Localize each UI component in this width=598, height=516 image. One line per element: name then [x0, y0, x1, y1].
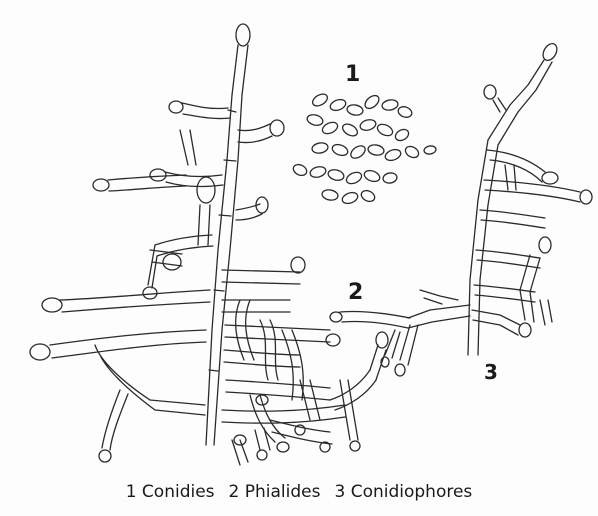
- caption-item-phialides: 2 Phialides: [229, 482, 321, 502]
- label-conidia-number: 1: [345, 62, 360, 87]
- label-phialides-number: 2: [348, 280, 363, 305]
- caption-item-conidia: 1 Conidies: [126, 482, 215, 502]
- right-conidiophore: [468, 41, 592, 355]
- left-conidiophore: [30, 24, 284, 462]
- caption-item-conidiophores: 3 Conidiophores: [334, 482, 472, 502]
- conidia-cluster: [292, 92, 437, 206]
- label-conidiophores-number: 3: [484, 360, 498, 384]
- figure-caption: 1 Conidies 2 Phialides 3 Conidiophores: [0, 482, 598, 502]
